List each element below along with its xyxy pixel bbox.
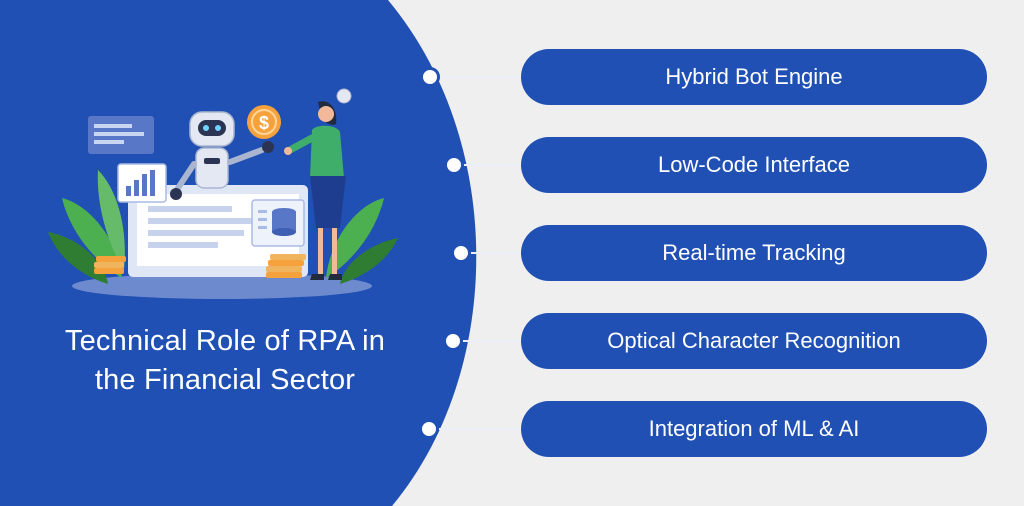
dollar-coin-icon: $ [247, 105, 281, 139]
connector-node-1 [420, 67, 440, 87]
title-line-2: the Financial Sector [94, 364, 356, 396]
leaf-right-icon [326, 198, 398, 284]
connector-line-1 [438, 76, 528, 78]
connector-line-4 [462, 340, 528, 342]
connector-node-3 [451, 243, 471, 263]
connector-node-5 [419, 419, 439, 439]
connector-line-2 [462, 164, 528, 166]
database-card-icon [251, 199, 305, 247]
coin-symbol: $ [259, 113, 269, 133]
connector-node-2 [444, 155, 464, 175]
connector-node-4 [443, 331, 463, 351]
connector-line-5 [438, 428, 528, 430]
robot-icon [170, 111, 274, 200]
item-optical-character-recognition: Optical Character Recognition [521, 313, 987, 369]
item-real-time-tracking: Real-time Tracking [521, 225, 987, 281]
diagram-title: Technical Role of RPA in the Financial S… [20, 322, 430, 400]
item-low-code-interface: Low-Code Interface [521, 137, 987, 193]
code-panel-icon [88, 116, 154, 154]
coin-stack-icon [94, 254, 306, 278]
connector-line-3 [470, 252, 528, 254]
title-line-1: Technical Role of RPA in [64, 325, 386, 357]
woman-icon [284, 88, 352, 280]
rpa-illustration: $ [48, 88, 398, 299]
item-hybrid-bot-engine: Hybrid Bot Engine [521, 49, 987, 105]
bar-chart-card-icon [117, 163, 167, 203]
item-integration-ml-ai: Integration of ML & AI [521, 401, 987, 457]
